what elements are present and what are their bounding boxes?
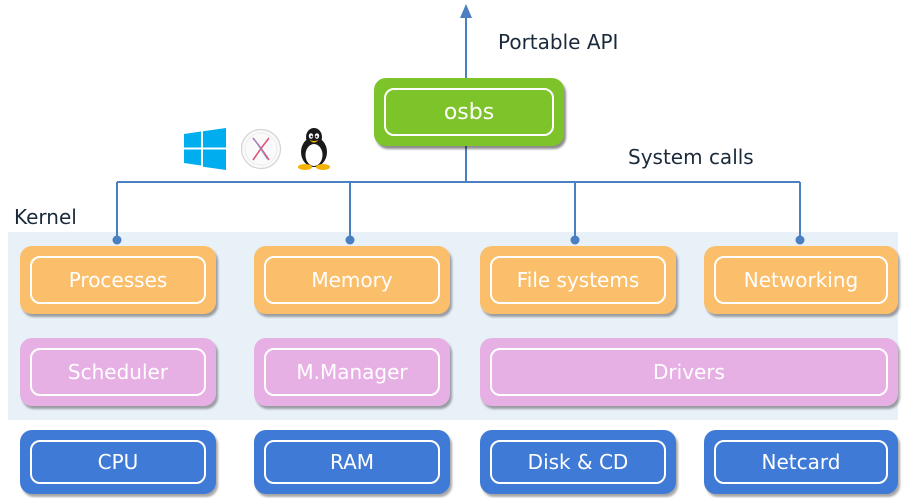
dot-memory bbox=[345, 235, 355, 245]
portable-api-label: Portable API bbox=[498, 30, 619, 54]
dot-file-systems bbox=[570, 235, 580, 245]
system-calls-label: System calls bbox=[628, 145, 754, 169]
kernel-label: Kernel bbox=[14, 205, 77, 229]
osbs-core-label: osbs bbox=[384, 88, 554, 136]
macos-x-icon bbox=[240, 128, 282, 170]
hardware-cpu: CPU bbox=[20, 430, 216, 494]
hardware-ram: RAM bbox=[254, 430, 450, 494]
osbs-core-box: osbs bbox=[374, 78, 564, 146]
subsystem-file-systems: File systems bbox=[480, 246, 676, 314]
subsystem-networking: Networking bbox=[704, 246, 898, 314]
subsystem-memory: Memory bbox=[254, 246, 450, 314]
hardware-label: CPU bbox=[30, 440, 206, 484]
subsystem-label: Networking bbox=[714, 256, 888, 304]
hardware-label: Netcard bbox=[714, 440, 888, 484]
component-label: M.Manager bbox=[264, 348, 440, 396]
hardware-netcard: Netcard bbox=[704, 430, 898, 494]
hardware-label: RAM bbox=[264, 440, 440, 484]
subsystem-label: Processes bbox=[30, 256, 206, 304]
component-drivers: Drivers bbox=[480, 338, 898, 406]
dot-networking bbox=[795, 235, 805, 245]
hardware-disk-cd: Disk & CD bbox=[480, 430, 676, 494]
subsystem-label: File systems bbox=[490, 256, 666, 304]
portable-api-arrow-head bbox=[460, 4, 472, 18]
dot-processes bbox=[112, 235, 122, 245]
hardware-label: Disk & CD bbox=[490, 440, 666, 484]
component-label: Drivers bbox=[490, 348, 888, 396]
component-scheduler: Scheduler bbox=[20, 338, 216, 406]
linux-penguin-icon bbox=[298, 128, 330, 170]
subsystem-label: Memory bbox=[264, 256, 440, 304]
windows-icon bbox=[184, 128, 226, 170]
component-memory-manager: M.Manager bbox=[254, 338, 450, 406]
component-label: Scheduler bbox=[30, 348, 206, 396]
subsystem-processes: Processes bbox=[20, 246, 216, 314]
